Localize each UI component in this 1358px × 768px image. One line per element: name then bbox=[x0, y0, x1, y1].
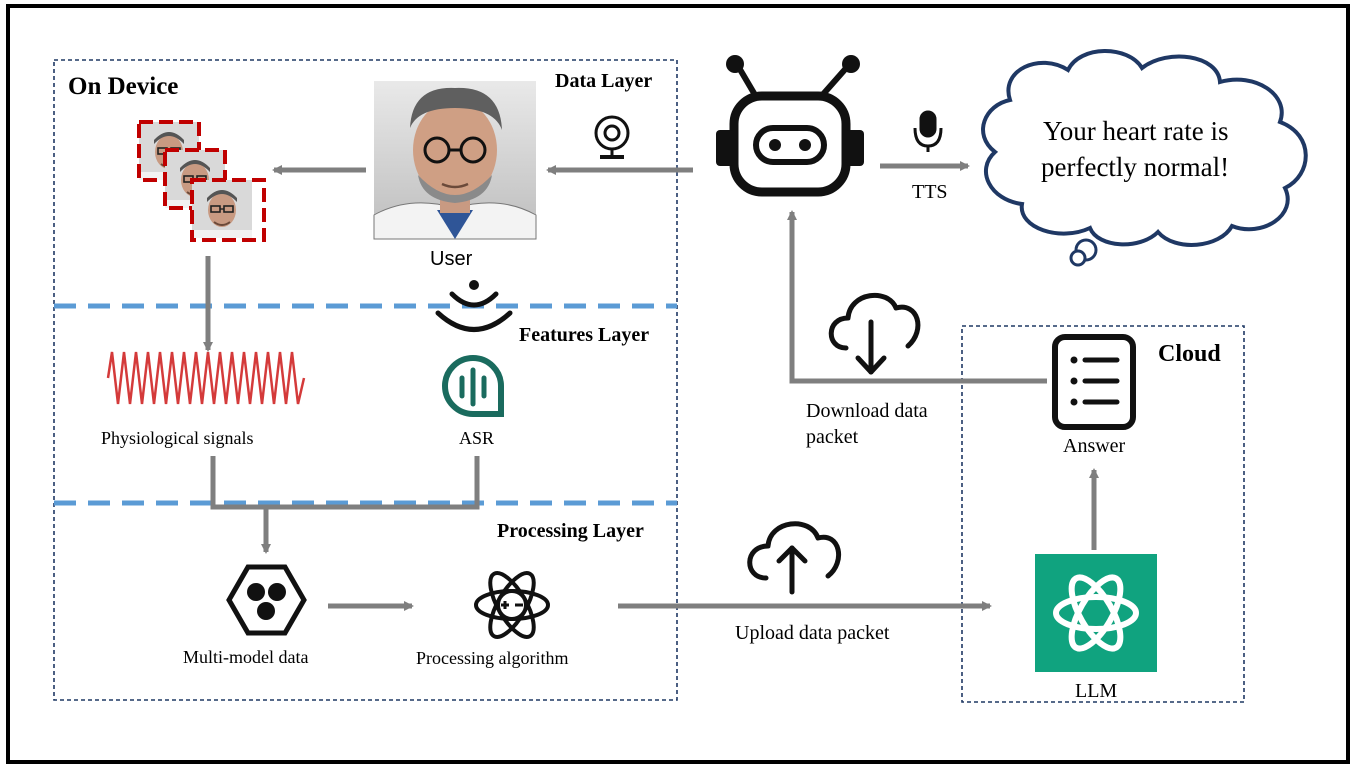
user-portrait bbox=[373, 81, 537, 240]
on-device-title: On Device bbox=[68, 73, 179, 100]
microphone-icon bbox=[913, 110, 943, 152]
arrow-answer-to-robot bbox=[787, 210, 1047, 384]
asr-label: ASR bbox=[459, 428, 495, 448]
physiological-signals-label: Physiological signals bbox=[101, 428, 254, 448]
cloud-download-icon bbox=[828, 292, 921, 375]
processing-algorithm-label: Processing algorithm bbox=[416, 648, 569, 668]
merge-connector bbox=[210, 456, 480, 510]
bubble-text-line1: Your heart rate is bbox=[1043, 116, 1229, 146]
download-label-line2: packet bbox=[806, 426, 859, 448]
webcam-icon bbox=[594, 115, 630, 159]
processing-layer-label: Processing Layer bbox=[497, 520, 644, 542]
answer-label: Answer bbox=[1063, 435, 1126, 457]
robot-icon bbox=[716, 55, 864, 197]
speech-bubble bbox=[981, 49, 1308, 267]
multi-model-data-label: Multi-model data bbox=[183, 647, 309, 667]
data-layer-label: Data Layer bbox=[555, 70, 653, 92]
on-device-box bbox=[53, 59, 678, 701]
upload-label: Upload data packet bbox=[735, 622, 890, 644]
llm-logo-icon bbox=[1035, 554, 1157, 672]
voice-wave-icon bbox=[435, 280, 513, 332]
cloud-box bbox=[961, 325, 1245, 703]
download-label-line1: Download data bbox=[806, 400, 928, 422]
atom-icon bbox=[474, 571, 550, 639]
face-crop-3 bbox=[190, 178, 266, 242]
face-crops bbox=[137, 120, 266, 242]
llm-label: LLM bbox=[1075, 680, 1118, 702]
bubble-text-line2: perfectly normal! bbox=[1041, 152, 1230, 182]
asr-icon bbox=[442, 355, 504, 417]
user-label: User bbox=[430, 248, 473, 270]
document-list-icon bbox=[1052, 334, 1136, 430]
tts-label: TTS bbox=[912, 181, 948, 203]
physiological-signal-wave bbox=[106, 351, 306, 405]
hexagon-data-icon bbox=[226, 564, 307, 636]
flow-arrows bbox=[203, 161, 1099, 611]
cloud-title: Cloud bbox=[1158, 341, 1221, 367]
cloud-upload-icon bbox=[747, 521, 841, 595]
outer-frame bbox=[6, 4, 1350, 764]
features-layer-label: Features Layer bbox=[519, 324, 650, 346]
